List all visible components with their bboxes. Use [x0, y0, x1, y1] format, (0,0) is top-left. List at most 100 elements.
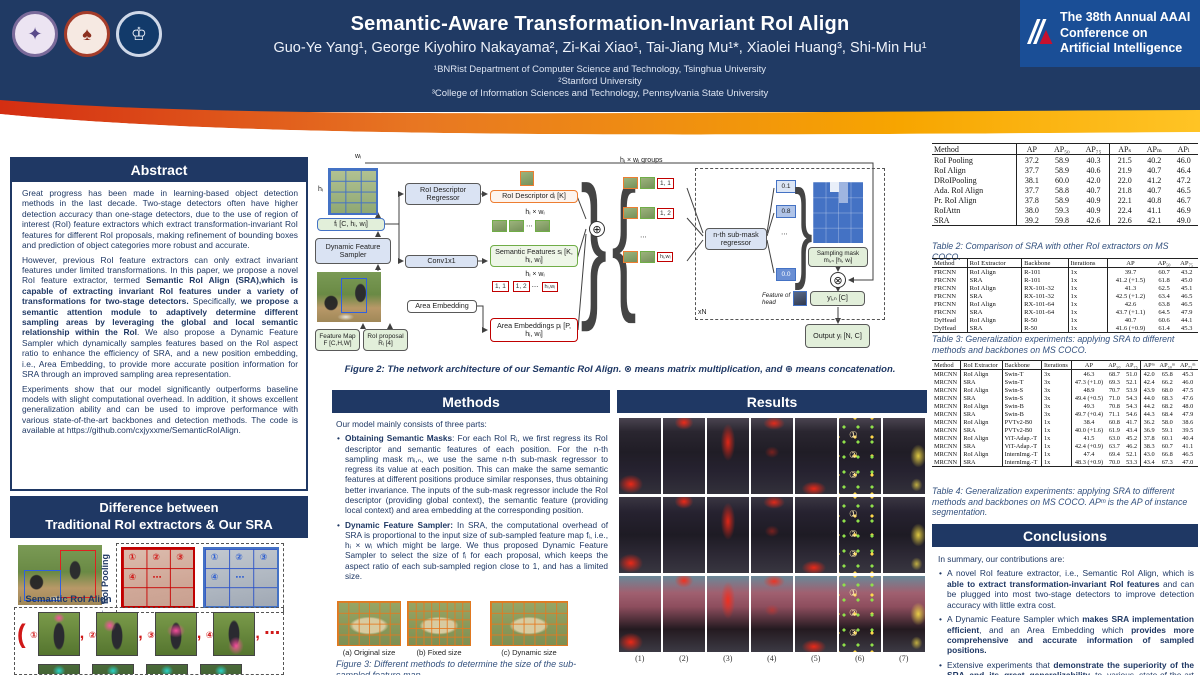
- text-run: Figure 2: The network architecture of ou…: [344, 364, 896, 375]
- text-run: Obtaining Semantic Masks: [345, 433, 453, 444]
- abstract-paragraph-1: Great progress has been made in learning…: [22, 188, 298, 251]
- area-embedding-cells: 1, 1 1, 2 ⋯ hᵢ,wᵢ: [492, 281, 559, 292]
- text-run: In SRA, the computational overhead of SR…: [345, 519, 608, 581]
- comma: ,: [255, 625, 260, 643]
- column-header: Method: [932, 360, 962, 370]
- group-label-11: 1, 1: [657, 177, 674, 189]
- penn-state-university-seal-icon: ♔: [116, 11, 162, 57]
- table-cell: FRCNN: [932, 292, 968, 300]
- patch-thumb: [623, 177, 638, 189]
- yin-node: yᵢ,ₙ [C]: [810, 291, 865, 306]
- table-cell: 58.8: [1054, 185, 1069, 195]
- area-cell-12: 1, 2: [512, 281, 530, 292]
- output-node: Output yᵢ [N, C]: [805, 324, 870, 348]
- table-cell: InternImg.-T: [1002, 458, 1043, 467]
- table-cell: 48.3 (+0.9): [1074, 458, 1104, 466]
- table-cell: 71.0: [1108, 394, 1120, 402]
- table-cell: 37.8: [1024, 195, 1039, 205]
- table-cell: 68.0: [1161, 386, 1173, 394]
- comma: ,: [138, 625, 143, 643]
- table-cell: 42.4 (+0.9): [1074, 442, 1104, 450]
- hi-label: hᵢ: [318, 186, 323, 193]
- comma: ,: [79, 625, 85, 643]
- result-image: [663, 576, 705, 652]
- sra-num-1: ①: [30, 630, 38, 641]
- table-cell: 40.0 (+1.6): [1074, 426, 1104, 434]
- sra-num-3: ③: [147, 630, 155, 641]
- table-cell: 40.3: [1077, 154, 1111, 165]
- conclusions-bullet-3: Extensive experiments that demonstrate t…: [938, 660, 1194, 675]
- table-cell: 39.2: [1024, 215, 1039, 225]
- table-cell: 54.3: [1123, 394, 1142, 402]
- table-cell: 47.6: [1182, 394, 1194, 402]
- text-run: to various state-of-the-art backbones an…: [947, 670, 1194, 675]
- table-cell: 3x: [1041, 402, 1073, 410]
- red-roi-box: [60, 549, 97, 598]
- text-run: Dynamic Feature Sampler:: [345, 519, 454, 530]
- table-cell: 45.3: [1182, 370, 1194, 378]
- column-header: AP: [1026, 144, 1037, 154]
- result-image: [751, 497, 793, 573]
- section-heading-conclusions: Conclusions: [932, 524, 1198, 547]
- results-column-labels: (1)(2)(3)(4)(5)(6)(7): [619, 654, 927, 663]
- group-row-2: 1, 2: [623, 207, 674, 219]
- table-cell: 3x: [1041, 369, 1073, 378]
- affiliation-1: ¹BNRist Department of Computer Science a…: [433, 64, 767, 75]
- result-image: [707, 497, 749, 573]
- table-cell: RX-101-32: [1021, 284, 1069, 292]
- sra-row-blue: ( ① ② ③ ④ ⋯: [17, 664, 262, 674]
- table-cell: 60.8: [1108, 418, 1120, 426]
- mask-value-2: 0.8: [776, 205, 796, 218]
- column-header: AP: [1126, 259, 1135, 267]
- table-cell: 38.3: [1143, 442, 1155, 450]
- table-cell: 45.0: [1180, 276, 1193, 284]
- result-image: [707, 418, 749, 494]
- group-label-12: 1, 2: [657, 207, 674, 219]
- table-cell: 43.0: [1143, 450, 1155, 458]
- table-cell: DRoIPooling: [932, 175, 1018, 185]
- table-cell: RoI Align: [967, 284, 1023, 292]
- table-cell: RoI Align: [960, 369, 1003, 378]
- text-run: A Dynamic Feature Sampler which: [947, 614, 1083, 625]
- group-label-hw: hᵢ,wᵢ: [657, 252, 674, 262]
- table-cell: R-50: [1021, 316, 1069, 324]
- text-run: A novel RoI feature extractor, i.e., Sem…: [947, 568, 1194, 579]
- text-run: However, previous RoI feature extractors…: [22, 254, 298, 286]
- table-cell: RoI Align: [932, 165, 1018, 175]
- aaai-conference-label: The 38th Annual AAAI Conference on Artif…: [1060, 10, 1191, 56]
- outputs-brace: }: [580, 153, 608, 332]
- table-cell: 63.4: [1158, 292, 1170, 300]
- table-cell: 1x: [1068, 324, 1109, 333]
- area-cell-11: 1, 1: [492, 281, 509, 292]
- table-cell: 21.8: [1117, 185, 1132, 195]
- table-cell: (3): [723, 654, 733, 663]
- table-cell: 58.9: [1054, 155, 1069, 165]
- table-cell: 53.3: [1123, 458, 1142, 467]
- hw-label-1: hᵢ × wᵢ: [525, 209, 545, 216]
- table-cell: 3x: [1041, 386, 1073, 394]
- table-cell: SRA: [967, 324, 1023, 333]
- table-cell: 47.3 (+1.0): [1074, 378, 1104, 386]
- result-image: [883, 418, 925, 494]
- dynamic-feature-sampler-node: Dynamic Feature Sampler: [315, 238, 391, 264]
- methods-intro: Our model mainly consists of three parts…: [336, 419, 487, 429]
- sra-crop-7: [145, 664, 188, 674]
- table-cell: 66.8: [1161, 450, 1173, 458]
- table-cell: (2): [679, 654, 689, 663]
- aaai-logo-block: The 38th Annual AAAI Conference on Artif…: [1020, 0, 1200, 67]
- header-band: ✦ ♠ ♔ Semantic-Aware Transformation-Inva…: [0, 0, 1200, 112]
- table-cell: 47.9: [1182, 410, 1194, 418]
- grid-num-1: ①: [128, 552, 137, 563]
- table-cell: (7): [899, 654, 909, 663]
- table-cell: 49.4 (+0.5): [1074, 394, 1104, 402]
- table-cell: RX-101-64: [1021, 308, 1069, 316]
- fi-node: fᵢ [C, hᵢ, wᵢ]: [317, 218, 385, 231]
- grid-num-4: ④: [210, 571, 219, 582]
